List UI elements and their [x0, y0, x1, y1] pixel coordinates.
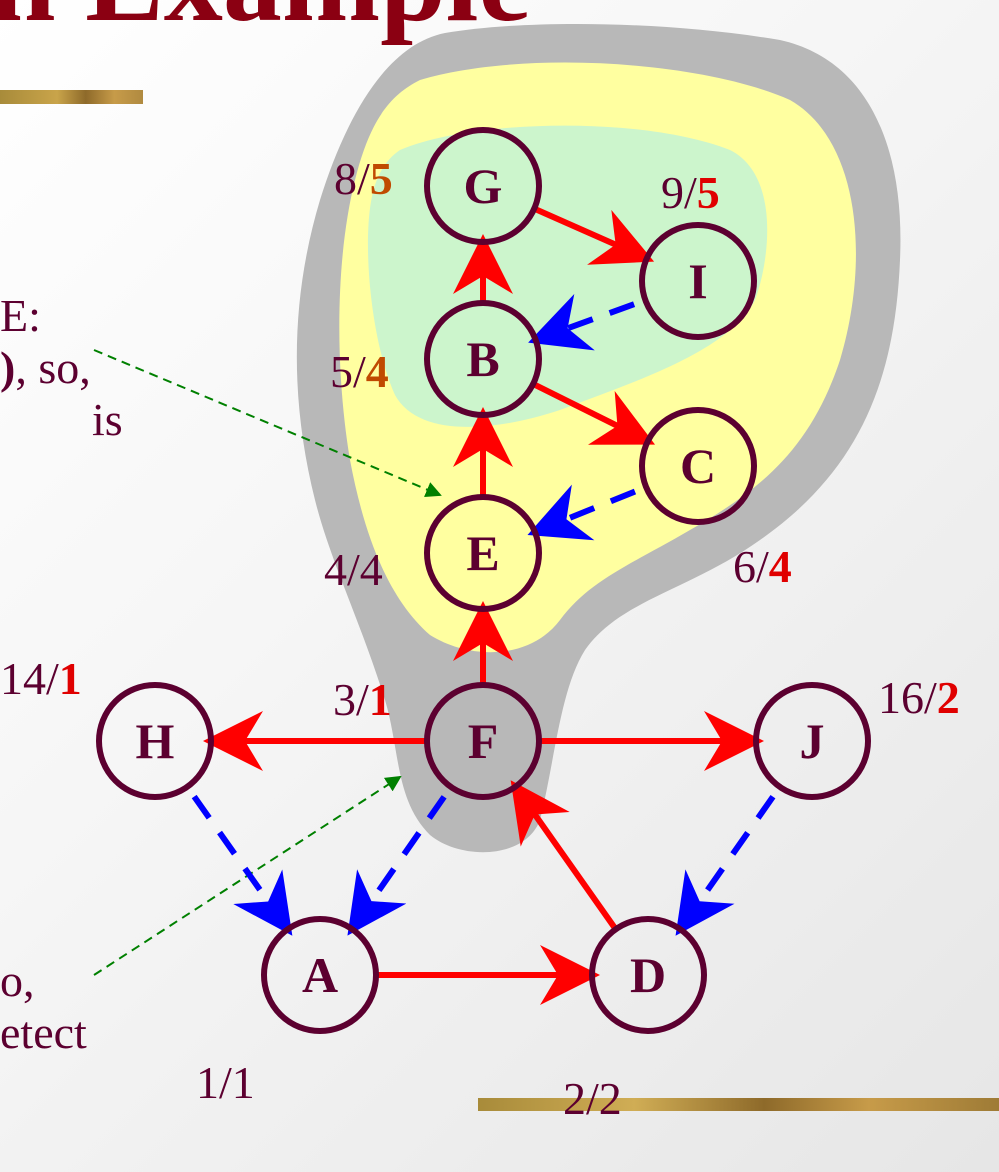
node-low-number-H: 1: [59, 653, 82, 704]
node-circle-E: [424, 494, 542, 612]
slide-title: n Example: [0, 0, 531, 40]
node-label-C: C: [680, 438, 716, 494]
nodes-layer: G I B C E F H J A D: [96, 127, 871, 1034]
node-number-label-C: 6/4: [733, 541, 792, 592]
node-circle-C: [639, 407, 757, 525]
edge-G-I-tree: [533, 205, 655, 265]
node-circle-D: [589, 916, 707, 1034]
node-label-E: E: [466, 525, 499, 581]
edge-D-F-tree: [510, 780, 619, 931]
node-dfs-number-E: 4/4: [324, 544, 383, 595]
node-circle-G: [424, 127, 542, 245]
node-dfs-number-H: 14/: [0, 653, 59, 704]
title-underline-bar: [0, 90, 143, 104]
annotation-pointer-top: [93, 349, 442, 497]
note-top: E: ), so, is: [0, 290, 123, 550]
note-bottom-line2: etect: [0, 1007, 87, 1058]
node-number-label-I: 9/5: [661, 167, 720, 218]
node-low-number-B: 4: [366, 346, 389, 397]
node-J: J: [753, 682, 871, 800]
node-number-label-J: 16/2: [878, 672, 960, 723]
node-label-D: D: [630, 947, 666, 1003]
node-F: F: [424, 682, 542, 800]
node-circle-F: [424, 682, 542, 800]
edge-F-A-back: [347, 795, 447, 936]
node-G: G: [424, 127, 542, 245]
edges-layer: [191, 205, 776, 1005]
edge-I-B-back: [528, 293, 636, 351]
edge-H-A-back: [191, 794, 293, 936]
node-circle-J: [753, 682, 871, 800]
node-low-number-I: 5: [697, 167, 720, 218]
node-label-G: G: [464, 158, 503, 214]
node-label-I: I: [688, 253, 707, 309]
node-label-F: F: [468, 713, 499, 769]
node-dfs-number-G: 8/: [334, 153, 370, 204]
node-B: B: [424, 300, 542, 418]
note-top-line3-text: is: [92, 394, 123, 445]
note-bottom: o, etect: [0, 955, 87, 1163]
node-dfs-number-F: 3/: [333, 674, 369, 725]
edge-C-E-back: [527, 484, 637, 541]
node-dfs-number-J: 16/: [878, 672, 937, 723]
node-low-number-C: 4: [769, 541, 792, 592]
node-low-number-J: 2: [937, 672, 960, 723]
node-E: E: [424, 494, 542, 612]
note-top-line2: ), so,: [0, 342, 91, 394]
node-label-A: A: [302, 947, 338, 1003]
node-low-number-G: 5: [370, 153, 393, 204]
inner-component-region: [367, 125, 768, 427]
node-number-label-A: 1/1: [196, 1057, 255, 1108]
node-circle-B: [424, 300, 542, 418]
node-dfs-number-C: 6/: [733, 541, 769, 592]
node-label-J: J: [800, 713, 825, 769]
node-number-label-F: 3/1: [333, 674, 392, 725]
note-top-line1: E:: [0, 290, 41, 341]
edge-B-C-tree: [531, 381, 656, 445]
node-C: C: [639, 407, 757, 525]
node-D: D: [589, 916, 707, 1034]
note-top-line3: is: [0, 394, 123, 446]
node-I: I: [639, 222, 757, 340]
note-top-line2-bold: ): [0, 342, 16, 393]
node-circle-A: [261, 916, 379, 1034]
node-dfs-number-I: 9/: [661, 167, 697, 218]
note-top-line2-rest: , so,: [15, 342, 91, 393]
note-bottom-line1: o,: [0, 955, 35, 1006]
node-label-B: B: [466, 331, 499, 387]
node-H: H: [96, 682, 214, 800]
node-A: A: [261, 916, 379, 1034]
node-circle-H: [96, 682, 214, 800]
node-dfs-number-B: 5/: [330, 346, 366, 397]
node-number-label-H: 14/1: [0, 653, 82, 704]
node-number-label-B: 5/4: [330, 346, 389, 397]
node-dfs-number-A: 1/1: [196, 1057, 255, 1108]
node-label-H: H: [136, 713, 175, 769]
node-circle-I: [639, 222, 757, 340]
node-number-label-G: 8/5: [334, 153, 393, 204]
node-number-label-E: 4/4: [324, 544, 383, 595]
node-low-number-F: 1: [369, 674, 392, 725]
node-dfs-number-D: 2/2: [563, 1073, 622, 1124]
footer-bar: [478, 1098, 999, 1111]
node-number-label-D: 2/2: [563, 1073, 622, 1124]
edge-J-D-back: [675, 794, 776, 936]
